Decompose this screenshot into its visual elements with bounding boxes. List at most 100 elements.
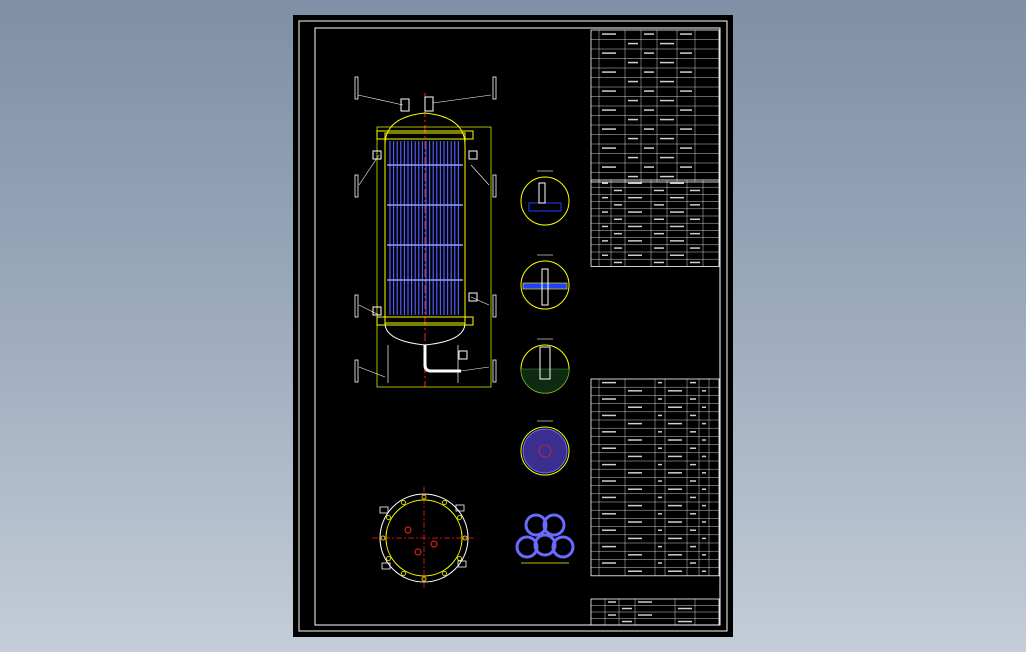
title-block-cell-glyphs	[638, 601, 652, 603]
parts-list-table-cell-glyphs	[690, 414, 696, 417]
nozzle-table-cell-glyphs	[654, 247, 664, 249]
side-nozzle	[372, 150, 382, 160]
plan-nozzle	[379, 506, 389, 514]
nozzle-table-cell-glyphs	[628, 196, 642, 199]
parts-list-table-cell-glyphs	[658, 381, 662, 384]
inner-border	[314, 27, 721, 626]
parts-list-table-cell-glyphs	[602, 529, 616, 531]
parts-list-table-cell-glyphs	[628, 554, 642, 556]
parts-list-table-cell-glyphs	[690, 529, 696, 531]
nozzle-table-cell-glyphs	[690, 204, 700, 206]
nozzle-table-cell-glyphs	[614, 232, 622, 235]
title-block-cell-glyphs	[678, 620, 692, 623]
support-frame	[376, 126, 492, 388]
design-data-table-cell-glyphs	[602, 166, 616, 168]
nozzle-table-cell-glyphs	[602, 240, 608, 242]
nozzle-table-cell-glyphs	[654, 218, 664, 221]
design-data-table-cell-glyphs	[660, 137, 674, 140]
design-data-table-cell-glyphs	[660, 80, 674, 83]
parts-list-table-cell-glyphs	[602, 545, 616, 548]
parts-list-table-cell-glyphs	[690, 431, 696, 433]
title-block-cell-glyphs	[608, 614, 616, 616]
plan-nozzle	[457, 560, 467, 568]
parts-list-table-cell-glyphs	[628, 488, 642, 490]
parts-list-table-cell-glyphs	[602, 496, 616, 499]
parts-list-table-cell-glyphs	[658, 545, 662, 548]
parts-list-table-cell-glyphs	[702, 455, 706, 458]
plan-nozzle	[381, 562, 391, 570]
parts-list-table-cell-glyphs	[628, 472, 642, 474]
nozzle-table-cell-glyphs	[614, 261, 622, 264]
plan-bolt-hole	[442, 571, 447, 576]
design-data-table-cell-glyphs	[644, 147, 654, 149]
nozzle-table-cell-glyphs	[654, 261, 664, 264]
design-data-table-cell-glyphs	[628, 99, 638, 102]
parts-list-table-cell-glyphs	[628, 521, 642, 523]
leader-line	[470, 296, 490, 306]
bolt-shank	[541, 268, 549, 306]
parts-list-table-cell-glyphs	[628, 504, 642, 507]
parts-list-table-cell-glyphs	[628, 537, 642, 540]
parts-list-table-cell-glyphs	[668, 455, 682, 458]
top-nozzle-right	[424, 96, 434, 112]
design-data-table-cell-glyphs	[602, 52, 616, 54]
parts-list-table-cell-glyphs	[690, 480, 696, 482]
leader-line	[470, 164, 490, 186]
cad-drawing	[298, 20, 728, 632]
tube-arrangement-ring	[524, 513, 548, 537]
detail-circle	[520, 176, 570, 226]
parts-list-table-cell-glyphs	[602, 480, 616, 482]
parts-list-table-cell-glyphs	[628, 406, 642, 408]
shell-outline	[384, 132, 466, 324]
drawing-sheet	[293, 15, 733, 637]
parts-list-table-cell-glyphs	[602, 431, 616, 433]
parts-list-table-cell-glyphs	[668, 406, 682, 408]
design-data-table-cell-glyphs	[660, 118, 674, 121]
design-data-table-cell-glyphs	[644, 128, 654, 130]
design-data-table-cell-glyphs	[660, 156, 674, 159]
design-data-table-cell-glyphs	[628, 80, 638, 83]
nozzle-table-cell-glyphs	[602, 225, 608, 228]
top-nozzle-left	[400, 98, 410, 112]
parts-list-table-cell-glyphs	[668, 504, 682, 507]
parts-list-table-cell-glyphs	[668, 439, 682, 441]
parts-list-table-cell-glyphs	[628, 422, 642, 425]
tube-arrangement-ring	[533, 533, 557, 557]
design-data-table-cell-glyphs	[644, 109, 654, 111]
plan-marker	[430, 540, 438, 548]
parts-list-table-cell-glyphs	[690, 496, 696, 499]
parts-list-table-cell-glyphs	[628, 439, 642, 441]
parts-list-table-cell-glyphs	[658, 513, 662, 515]
nozzle-table-cell-glyphs	[602, 182, 608, 185]
parts-list-table-cell-glyphs	[702, 422, 706, 425]
plan-bolt-hole	[401, 500, 406, 505]
nozzle-table-cell-glyphs	[690, 247, 700, 249]
parts-list-table-cell-glyphs	[602, 447, 616, 449]
nozzle-table-cell-glyphs	[654, 204, 664, 206]
nozzle-table-cell-glyphs	[654, 232, 664, 235]
parts-list-table-cell-glyphs	[702, 537, 706, 540]
design-data-table-cell-glyphs	[660, 175, 674, 178]
nozzle-table-cell-glyphs	[614, 218, 622, 221]
nozzle-table-cell-glyphs	[628, 182, 642, 185]
bolt-section	[538, 182, 546, 204]
parts-list-table-cell-glyphs	[658, 398, 662, 400]
side-nozzle	[372, 306, 382, 316]
weld-section	[520, 368, 570, 394]
side-nozzle	[468, 292, 478, 302]
vessel-plan-view	[372, 486, 476, 590]
parts-list-table-cell-glyphs	[702, 439, 706, 441]
design-data-table-cell-glyphs	[680, 33, 692, 35]
design-data-table-cell-glyphs	[680, 52, 692, 54]
leader-line	[358, 154, 380, 186]
parts-list-table-cell-glyphs	[668, 390, 682, 392]
nozzle-leader-tag	[492, 76, 497, 100]
plan-bolt-hole	[401, 571, 406, 576]
parts-list-table-cell-glyphs	[602, 398, 616, 400]
title-block-cell-glyphs	[608, 601, 616, 603]
nozzle-table-cell-glyphs	[670, 182, 684, 185]
design-data-table-cell-glyphs	[628, 61, 638, 64]
plan-bolt-hole	[462, 535, 468, 541]
parts-list-table-cell-glyphs	[658, 496, 662, 499]
